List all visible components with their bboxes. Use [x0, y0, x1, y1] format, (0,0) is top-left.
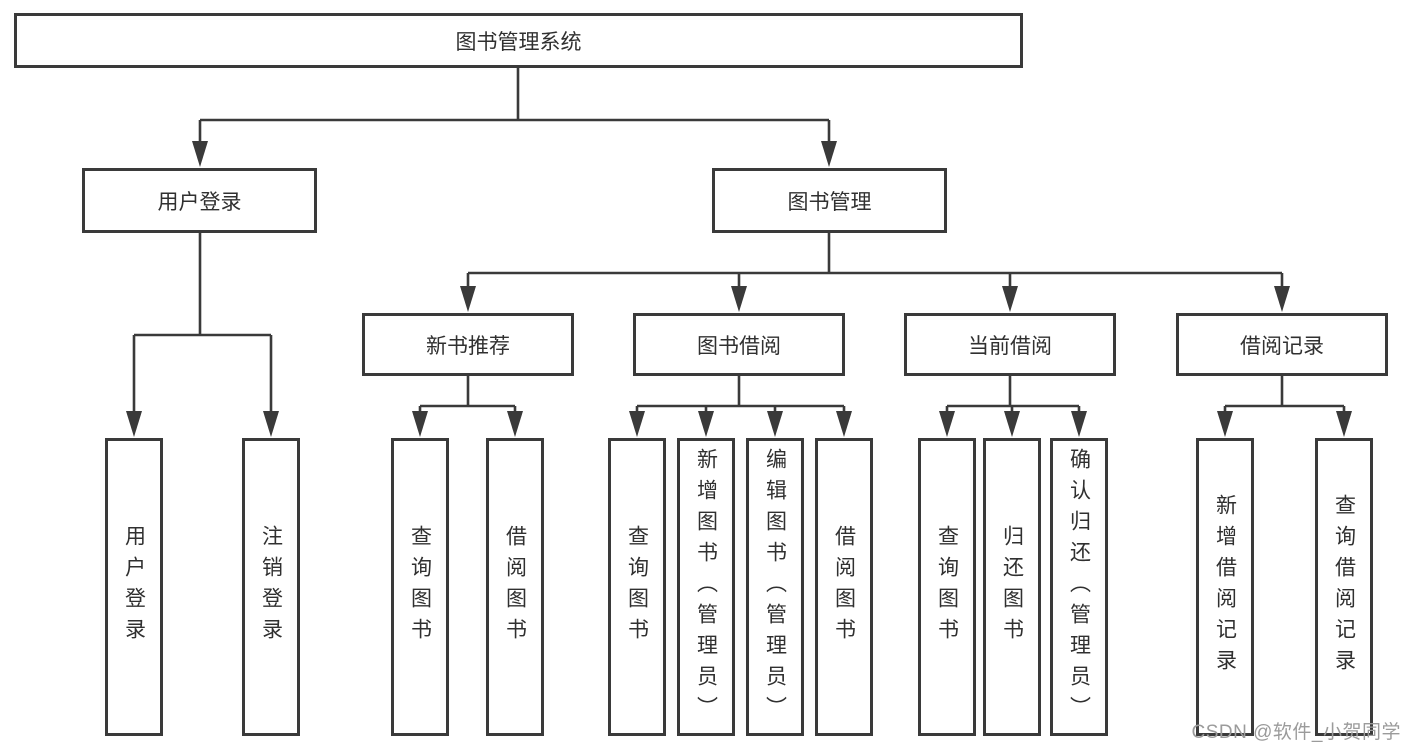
leaf-logout: 注销登录	[242, 438, 300, 736]
wire-book-mgmt-to-level3	[460, 233, 1290, 312]
arrowhead	[263, 411, 279, 437]
arrowhead	[1004, 411, 1020, 437]
node-label: 图书管理系统	[455, 30, 582, 54]
arrowhead	[1217, 411, 1233, 437]
leaf-label: 确认归还（管理员）	[1067, 447, 1091, 727]
leaf-label: 查询图书	[935, 525, 959, 649]
arrowhead	[192, 141, 208, 167]
wire-user-login-children	[126, 233, 279, 437]
arrowhead	[836, 411, 852, 437]
leaf-add-books-admin: 新增图书（管理员）	[677, 438, 735, 736]
node-current-borrow: 当前借阅	[904, 313, 1116, 376]
node-label: 图书借阅	[697, 334, 781, 358]
arrowhead	[821, 141, 837, 167]
csdn-watermark: CSDN @软件_小贺同学	[1191, 722, 1401, 743]
node-label: 图书管理	[787, 190, 872, 214]
leaf-label: 借阅图书	[832, 525, 856, 649]
leaf-label: 查询图书	[408, 525, 432, 649]
leaf-query-books-recommend: 查询图书	[391, 438, 449, 736]
leaf-label: 查询借阅记录	[1332, 494, 1356, 680]
leaf-add-borrow-record: 新增借阅记录	[1196, 438, 1254, 736]
node-label: 新书推荐	[426, 334, 510, 358]
arrowhead	[1274, 286, 1290, 312]
leaf-label: 新增图书（管理员）	[694, 447, 718, 727]
wire-borrow-record-children	[1217, 376, 1352, 437]
node-label: 当前借阅	[968, 334, 1052, 358]
arrowhead	[731, 286, 747, 312]
leaf-query-books-current: 查询图书	[918, 438, 976, 736]
wire-book-borrow-children	[629, 376, 852, 437]
leaf-label: 归还图书	[1000, 525, 1024, 649]
leaf-user-login: 用户登录	[105, 438, 163, 736]
arrowhead	[126, 411, 142, 437]
node-library-management-system: 图书管理系统	[14, 13, 1023, 68]
node-new-book-recommend: 新书推荐	[362, 313, 574, 376]
leaf-return-books: 归还图书	[983, 438, 1041, 736]
node-book-borrow: 图书借阅	[633, 313, 845, 376]
node-user-login: 用户登录	[82, 168, 317, 233]
arrowhead	[1002, 286, 1018, 312]
wire-current-borrow-children	[939, 376, 1087, 437]
node-label: 借阅记录	[1240, 334, 1324, 358]
leaf-label: 查询图书	[625, 525, 649, 649]
arrowhead	[1071, 411, 1087, 437]
leaf-label: 注销登录	[259, 525, 283, 649]
leaf-borrow-books-recommend: 借阅图书	[486, 438, 544, 736]
leaf-query-books-borrow: 查询图书	[608, 438, 666, 736]
arrowhead	[698, 411, 714, 437]
arrowhead	[507, 411, 523, 437]
leaf-label: 借阅图书	[503, 525, 527, 649]
wire-root-to-level2	[192, 68, 837, 167]
node-borrow-record: 借阅记录	[1176, 313, 1388, 376]
arrowhead	[1336, 411, 1352, 437]
leaf-label: 用户登录	[122, 525, 146, 649]
leaf-borrow-books: 借阅图书	[815, 438, 873, 736]
arrowhead	[939, 411, 955, 437]
wire-new-book-rec-children	[412, 376, 523, 437]
arrowhead	[767, 411, 783, 437]
leaf-label: 编辑图书（管理员）	[763, 447, 787, 727]
leaf-edit-books-admin: 编辑图书（管理员）	[746, 438, 804, 736]
arrowhead	[460, 286, 476, 312]
arrowhead	[629, 411, 645, 437]
node-label: 用户登录	[157, 190, 242, 214]
arrowhead	[412, 411, 428, 437]
leaf-label: 新增借阅记录	[1213, 494, 1237, 680]
node-book-management: 图书管理	[712, 168, 947, 233]
leaf-query-borrow-record: 查询借阅记录	[1315, 438, 1373, 736]
leaf-confirm-return-admin: 确认归还（管理员）	[1050, 438, 1108, 736]
